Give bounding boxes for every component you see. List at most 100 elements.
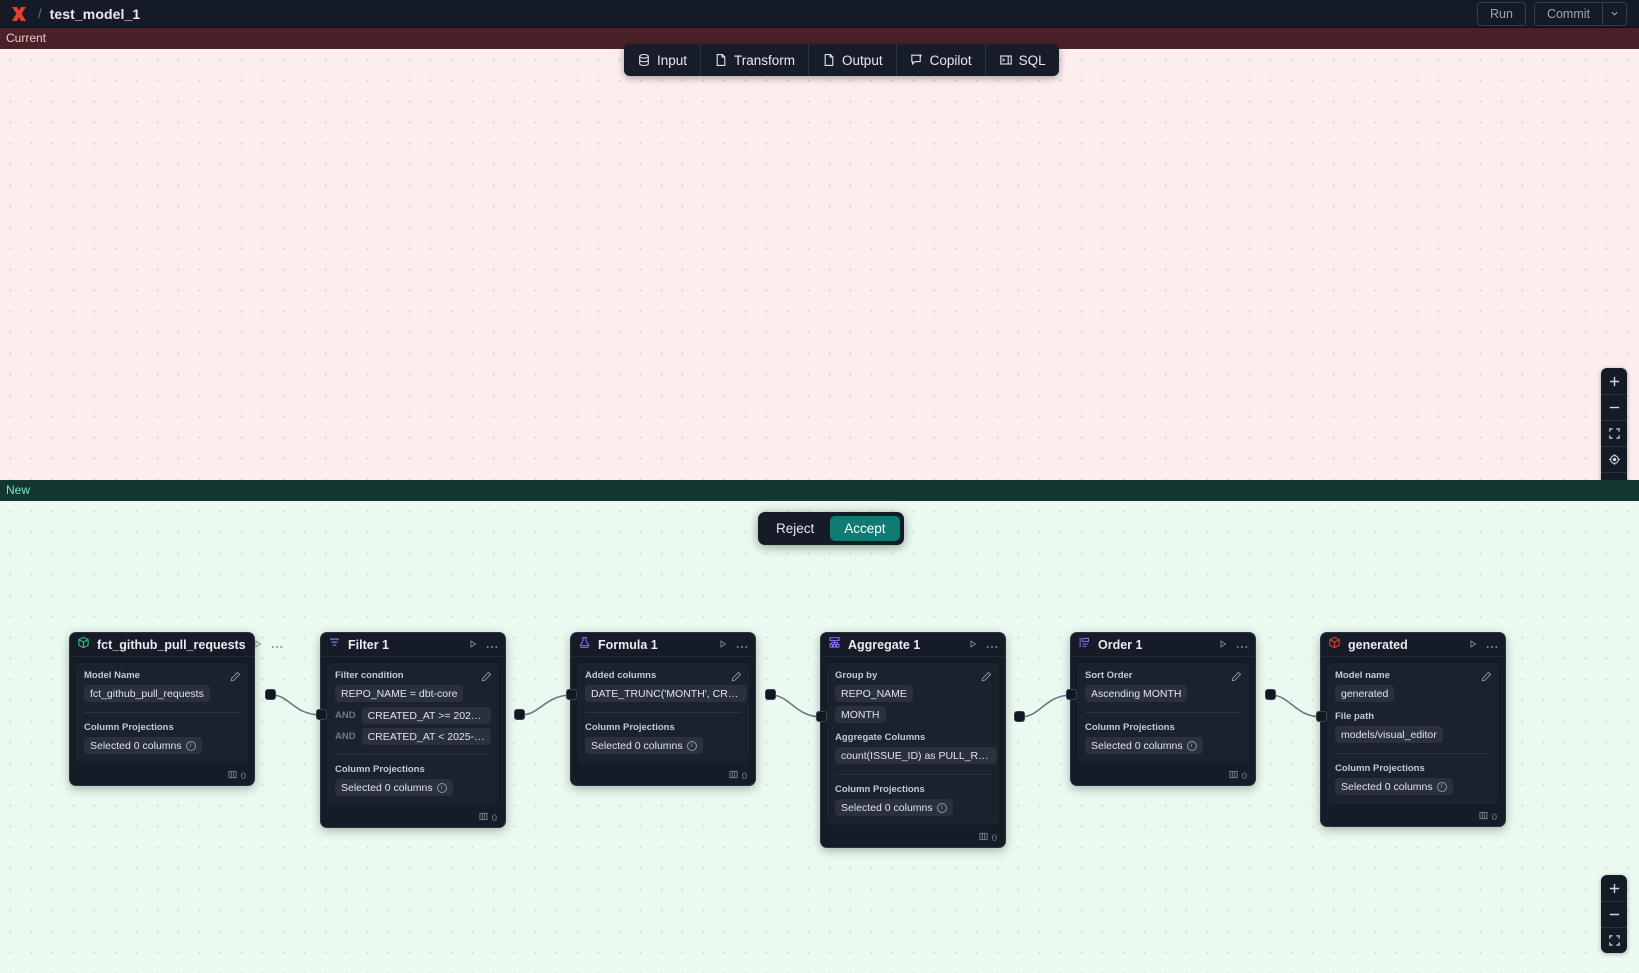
- target-icon[interactable]: [1601, 446, 1627, 472]
- canvas-pane-current[interactable]: Current: [0, 28, 1639, 480]
- column-projections-chip[interactable]: Selected 0 columns i: [835, 799, 953, 817]
- top-bar: / test_model_1 Run Commit: [0, 0, 1639, 28]
- group-by-chip[interactable]: MONTH: [835, 706, 886, 724]
- node-header-actions[interactable]: [468, 636, 498, 654]
- column-projections-chip[interactable]: Selected 0 columns i: [585, 737, 703, 755]
- filter-condition-chip[interactable]: CREATED_AT < 2025-03-01: [361, 728, 491, 745]
- field-label: Sort Order: [1085, 670, 1133, 681]
- node-menu-icon[interactable]: [271, 636, 283, 654]
- node-menu-icon[interactable]: [1236, 636, 1248, 654]
- info-icon[interactable]: i: [936, 802, 947, 813]
- zoom-out-button[interactable]: [1601, 394, 1627, 420]
- node-port[interactable]: [1066, 689, 1077, 700]
- info-icon[interactable]: i: [1186, 740, 1197, 751]
- info-icon[interactable]: i: [185, 740, 196, 751]
- node-menu-icon[interactable]: [486, 636, 498, 654]
- field-value-chip[interactable]: fct_github_pull_requests: [84, 685, 210, 703]
- node-card-generated[interactable]: generated Model name generated File path…: [1320, 632, 1506, 827]
- node-header[interactable]: fct_github_pull_requests: [70, 633, 282, 657]
- group-by-chip[interactable]: REPO_NAME: [835, 685, 913, 703]
- info-icon[interactable]: i: [686, 740, 697, 751]
- column-projections-chip[interactable]: Selected 0 columns i: [84, 737, 202, 755]
- grid-icon[interactable]: [1601, 472, 1627, 480]
- zoom-out-button[interactable]: [1601, 901, 1627, 927]
- run-node-icon[interactable]: [1468, 636, 1478, 654]
- reject-button[interactable]: Reject: [776, 521, 815, 536]
- node-port[interactable]: [566, 689, 577, 700]
- edit-pencil-icon[interactable]: [1481, 669, 1492, 687]
- aggregate-columns-chip[interactable]: count(ISSUE_ID) as PULL_REQUEST_...: [835, 747, 997, 765]
- commit-split-button[interactable]: Commit: [1533, 1, 1627, 26]
- node-menu-icon[interactable]: [986, 636, 998, 654]
- filter-condition-chip[interactable]: CREATED_AT >= 2024-12-01: [361, 707, 491, 724]
- node-port[interactable]: [765, 689, 776, 700]
- editor-toolbar[interactable]: Input Transform Output Copilot SQL: [624, 44, 1059, 76]
- added-columns-chip[interactable]: DATE_TRUNC('MONTH', CREATED_AT...: [585, 685, 747, 703]
- node-header[interactable]: Order 1: [1071, 633, 1255, 657]
- edit-pencil-icon[interactable]: [1231, 669, 1242, 687]
- zoom-controls-current[interactable]: [1601, 368, 1627, 480]
- node-header-actions[interactable]: [968, 636, 998, 654]
- x-logo-icon[interactable]: [8, 3, 30, 25]
- run-node-icon[interactable]: [718, 636, 728, 654]
- file-path-chip[interactable]: models/visual_editor: [1335, 726, 1443, 744]
- edit-pencil-icon[interactable]: [481, 669, 492, 687]
- node-header-actions[interactable]: [1218, 636, 1248, 654]
- node-card-aggregate[interactable]: Aggregate 1 Group by REPO_NAME MONTH Agg…: [820, 632, 1006, 848]
- info-icon[interactable]: i: [436, 782, 447, 793]
- filter-condition-chip[interactable]: REPO_NAME = dbt-core: [335, 685, 464, 703]
- node-header[interactable]: Aggregate 1: [821, 633, 1005, 657]
- accept-button[interactable]: Accept: [830, 516, 900, 541]
- node-header-actions[interactable]: [1468, 636, 1498, 654]
- info-icon[interactable]: i: [1436, 781, 1447, 792]
- diff-decision-bar[interactable]: Reject Accept: [758, 512, 904, 545]
- node-port[interactable]: [265, 689, 276, 700]
- columns-icon: [479, 812, 488, 824]
- toolbar-item-transform[interactable]: Transform: [700, 44, 808, 76]
- run-node-icon[interactable]: [468, 636, 478, 654]
- fit-screen-icon[interactable]: [1601, 927, 1627, 953]
- node-menu-icon[interactable]: [736, 636, 748, 654]
- zoom-controls-new[interactable]: [1601, 875, 1627, 953]
- node-card-order[interactable]: Order 1 Sort Order Ascending MONTH Colum…: [1070, 632, 1256, 786]
- node-card-source[interactable]: fct_github_pull_requests Model Name fct_…: [69, 632, 282, 786]
- toolbar-item-output[interactable]: Output: [808, 44, 896, 76]
- node-card-formula[interactable]: Formula 1 Added columns DATE_TRUNC('MONT…: [570, 632, 756, 786]
- column-projections-chip[interactable]: Selected 0 columns i: [335, 779, 453, 797]
- node-port[interactable]: [316, 709, 327, 720]
- fit-screen-icon[interactable]: [1601, 420, 1627, 446]
- run-node-icon[interactable]: [253, 636, 263, 654]
- sort-order-chip[interactable]: Ascending MONTH: [1085, 685, 1188, 703]
- node-body: Model name generated File path models/vi…: [1327, 663, 1499, 804]
- node-port[interactable]: [1014, 711, 1025, 722]
- node-header[interactable]: Formula 1: [571, 633, 755, 657]
- edit-pencil-icon[interactable]: [981, 669, 992, 687]
- node-header[interactable]: Filter 1: [321, 633, 505, 657]
- zoom-in-button[interactable]: [1601, 368, 1627, 394]
- node-port[interactable]: [1316, 711, 1327, 722]
- node-header[interactable]: generated: [1321, 633, 1505, 657]
- node-port[interactable]: [514, 709, 525, 720]
- run-button[interactable]: Run: [1477, 1, 1526, 26]
- node-menu-icon[interactable]: [1486, 636, 1498, 654]
- run-node-icon[interactable]: [1218, 636, 1228, 654]
- node-header-actions[interactable]: [253, 636, 283, 654]
- edit-pencil-icon[interactable]: [230, 669, 241, 687]
- column-projections-chip[interactable]: Selected 0 columns i: [1085, 737, 1203, 755]
- node-card-filter[interactable]: Filter 1 Filter condition REPO_NAME = db…: [320, 632, 506, 828]
- zoom-in-button[interactable]: [1601, 875, 1627, 901]
- column-projections-chip[interactable]: Selected 0 columns i: [1335, 778, 1453, 796]
- run-node-icon[interactable]: [968, 636, 978, 654]
- edit-pencil-icon[interactable]: [731, 669, 742, 687]
- canvas-pane-new[interactable]: New fct_github_pull_requests: [0, 480, 1639, 973]
- toolbar-item-copilot[interactable]: Copilot: [895, 44, 985, 76]
- chevron-down-icon[interactable]: [1602, 2, 1626, 25]
- node-header-actions[interactable]: [718, 636, 748, 654]
- commit-button[interactable]: Commit: [1546, 6, 1590, 21]
- node-port[interactable]: [1265, 689, 1276, 700]
- toolbar-item-sql[interactable]: SQL: [984, 44, 1059, 76]
- toolbar-item-input[interactable]: Input: [624, 44, 700, 76]
- node-title: fct_github_pull_requests: [97, 637, 246, 652]
- node-port[interactable]: [816, 711, 827, 722]
- model-name-chip[interactable]: generated: [1335, 685, 1395, 703]
